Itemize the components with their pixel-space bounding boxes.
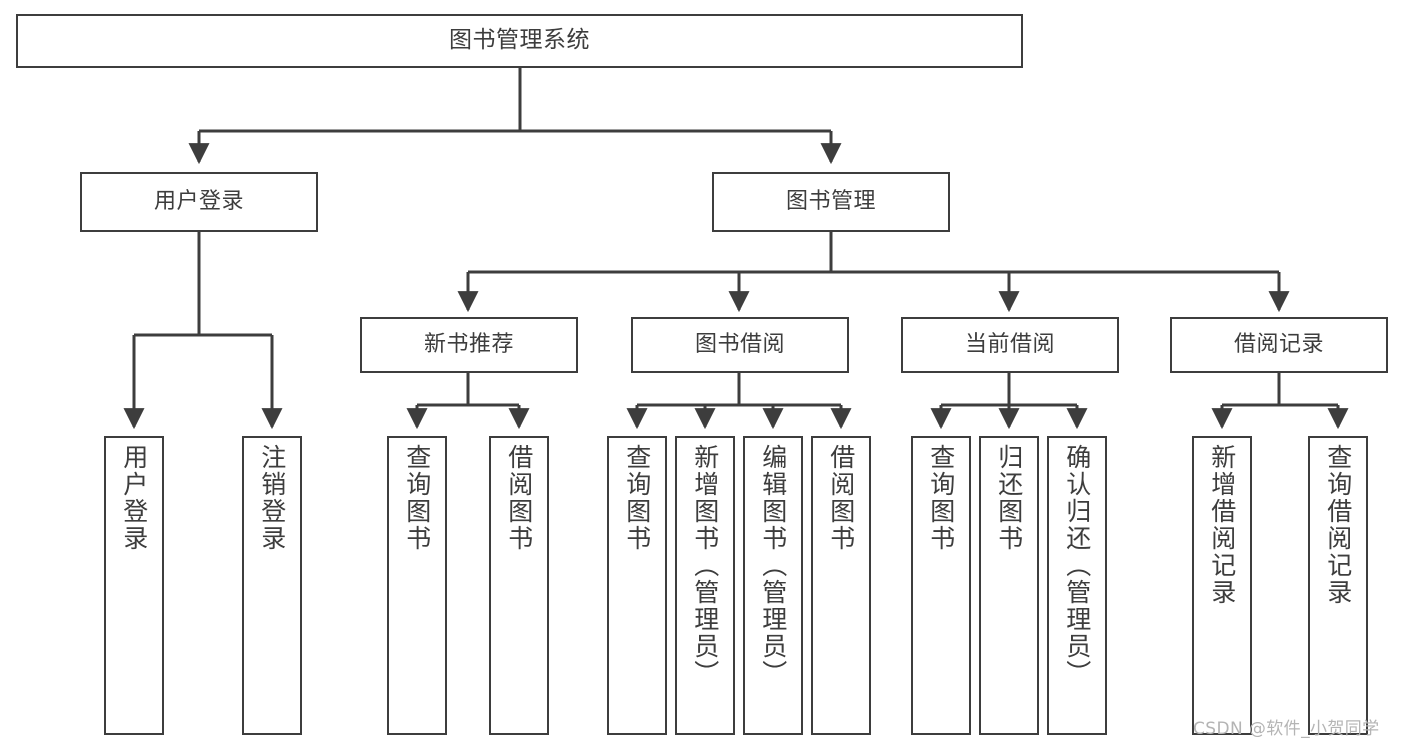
leaf-user-login[interactable]: 用户登录 (104, 436, 164, 735)
node-label: 归还图书 (994, 444, 1024, 552)
node-label: 确认归还（管理员） (1062, 444, 1092, 687)
leaf-query-book-borrow[interactable]: 查询图书 (607, 436, 667, 735)
leaf-return-book[interactable]: 归还图书 (979, 436, 1039, 735)
node-label: 借阅图书 (826, 444, 856, 552)
node-book-management[interactable]: 图书管理 (712, 172, 950, 232)
node-label: 查询图书 (622, 444, 652, 552)
node-label: 图书借阅 (694, 332, 785, 358)
node-book-borrow[interactable]: 图书借阅 (631, 317, 849, 373)
node-current-borrow[interactable]: 当前借阅 (901, 317, 1119, 373)
node-label: 查询图书 (926, 444, 956, 552)
node-label: 新增借阅记录 (1207, 444, 1237, 606)
node-label: 用户登录 (119, 444, 149, 552)
node-label: 查询图书 (402, 444, 432, 552)
node-label: 借阅图书 (504, 444, 534, 552)
node-label: 注销登录 (257, 444, 287, 552)
leaf-logout-login[interactable]: 注销登录 (242, 436, 302, 735)
csdn-watermark: CSDN @软件_小贺同学 (1193, 719, 1380, 739)
node-label: 借阅记录 (1233, 332, 1324, 358)
node-label: 图书管理系统 (449, 27, 590, 54)
node-label: 图书管理 (785, 189, 876, 215)
leaf-query-book-current[interactable]: 查询图书 (911, 436, 971, 735)
node-new-book-recommend[interactable]: 新书推荐 (360, 317, 578, 373)
node-label: 用户登录 (153, 189, 244, 215)
node-root-book-management-system[interactable]: 图书管理系统 (16, 14, 1023, 68)
node-label: 新增图书（管理员） (690, 444, 720, 687)
leaf-borrow-book[interactable]: 借阅图书 (811, 436, 871, 735)
leaf-borrow-book-recommend[interactable]: 借阅图书 (489, 436, 549, 735)
node-label: 编辑图书（管理员） (758, 444, 788, 687)
leaf-edit-book-admin[interactable]: 编辑图书（管理员） (743, 436, 803, 735)
node-user-login[interactable]: 用户登录 (80, 172, 318, 232)
node-borrow-record[interactable]: 借阅记录 (1170, 317, 1388, 373)
node-label: 新书推荐 (423, 332, 514, 358)
node-label: 查询借阅记录 (1323, 444, 1353, 606)
node-label: 当前借阅 (964, 332, 1055, 358)
leaf-add-book-admin[interactable]: 新增图书（管理员） (675, 436, 735, 735)
leaf-add-borrow-record[interactable]: 新增借阅记录 (1192, 436, 1252, 735)
leaf-query-book-recommend[interactable]: 查询图书 (387, 436, 447, 735)
leaf-query-borrow-record[interactable]: 查询借阅记录 (1308, 436, 1368, 735)
leaf-confirm-return-admin[interactable]: 确认归还（管理员） (1047, 436, 1107, 735)
